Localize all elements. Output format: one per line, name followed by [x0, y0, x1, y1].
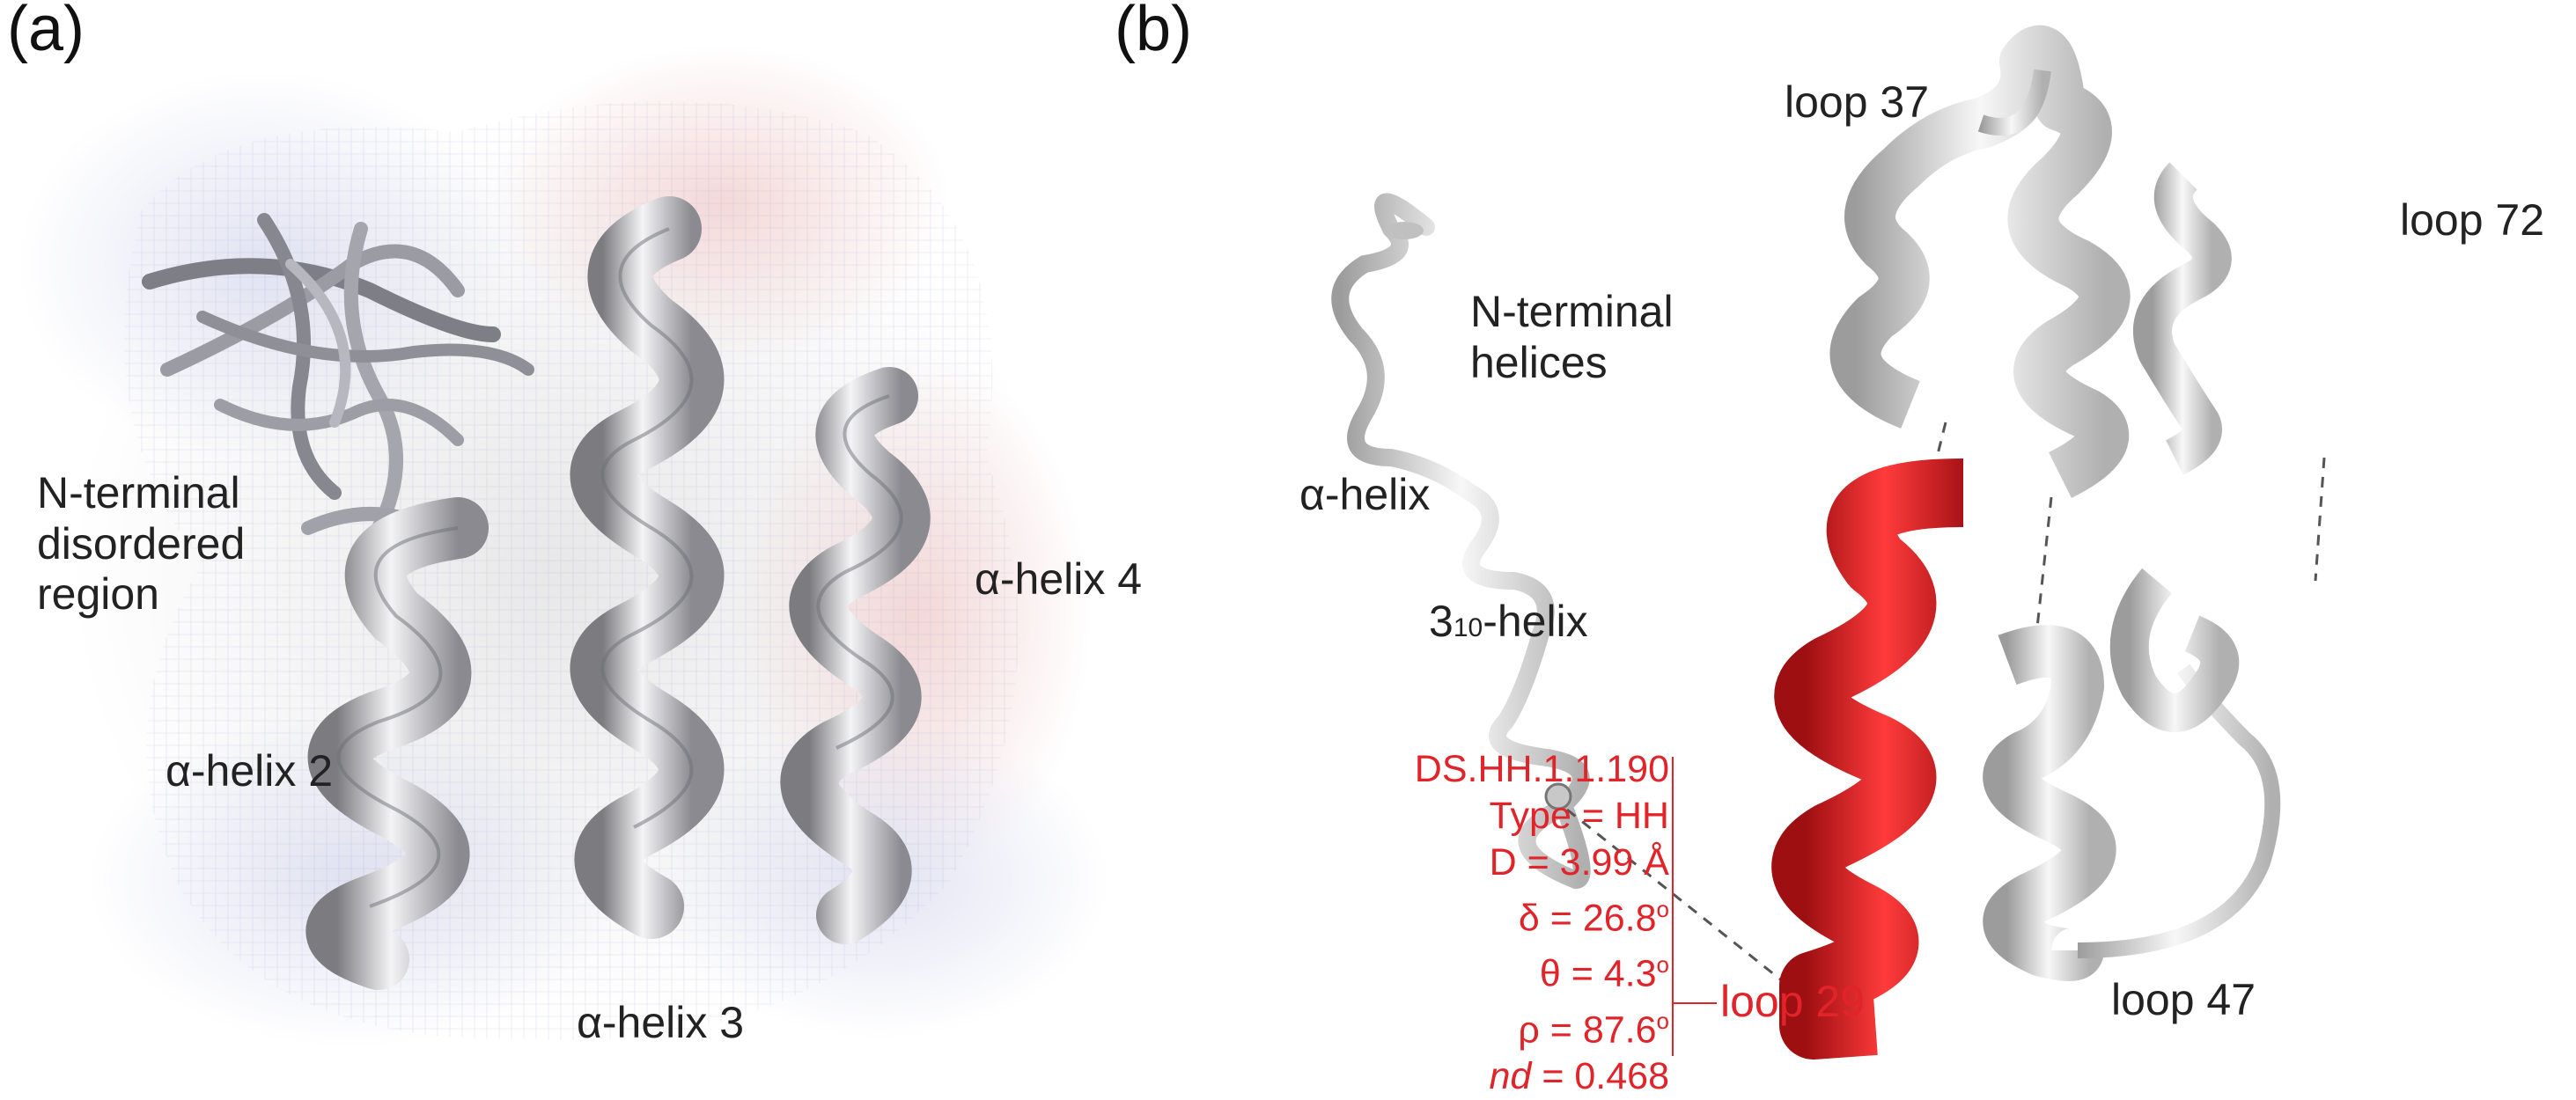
panel-a: (a) N-terminal disordered region α-helix… [0, 0, 1180, 1077]
n-terminal-helices-label: N-terminal helices [1470, 287, 1674, 388]
info-distance: D = 3.99 Å [1489, 841, 1669, 884]
delta-value: δ = 26.8 [1518, 897, 1657, 940]
coil-terminus [1544, 782, 1572, 810]
nd-value: = 0.468 [1531, 1054, 1669, 1097]
info-rho: ρ = 87.6o [1405, 998, 1669, 1053]
label-line-2: disordered [37, 518, 246, 568]
degree-mark: o [1656, 1007, 1669, 1034]
info-theta: θ = 4.3o [1405, 942, 1669, 997]
n-terminal-region-label: N-terminal disordered region [37, 468, 245, 620]
coil-end [1385, 222, 1424, 239]
theta-value: θ = 4.3 [1539, 952, 1657, 995]
helix-3-bundle [570, 196, 725, 939]
nd-symbol: nd [1489, 1054, 1532, 1097]
panel-b-letter: (b) [1115, 0, 1192, 64]
degree-mark: o [1656, 951, 1669, 979]
disordered-tangle [142, 213, 534, 553]
three10-subscript: 10 [1453, 613, 1483, 642]
helix-3-label: α-helix 3 [577, 998, 745, 1047]
loop-47-label: loop 47 [2111, 975, 2256, 1024]
panel-a-letter: (a) [7, 0, 85, 64]
loop-37-helices [1829, 25, 2131, 498]
label-line-2: helices [1470, 337, 1608, 387]
label-line-3: region [37, 569, 159, 619]
helix-4-bundle [780, 367, 931, 944]
label-line-1: N-terminal [1470, 287, 1674, 336]
panel-b: (b) N-terminal helices α-helix 310-helix… [1100, 0, 2576, 1097]
three10-rest: -helix [1483, 597, 1588, 646]
loop-72-helix [2133, 162, 2232, 475]
info-id: DS.HH.1.1.190 [1414, 748, 1669, 790]
info-nd: nd = 0.468 [1405, 1053, 1669, 1100]
info-delta: δ = 26.8o [1405, 886, 1669, 942]
protein-ensemble-image [18, 44, 1109, 1047]
helix-hairpin-diagram [1331, 25, 2326, 1060]
alpha-helix-label: α-helix [1299, 470, 1431, 519]
label-line-1: N-terminal [37, 468, 240, 517]
helix-2-bundle [305, 497, 489, 990]
loop-72-label: loop 72 [2400, 195, 2545, 245]
loop-72-lower-helix [2109, 568, 2240, 732]
loop-29-label: loop 29 [1720, 977, 1866, 1026]
helix-pair-info-box: DS.HH.1.1.190 Type = HH D = 3.99 Å δ = 2… [1405, 746, 1669, 1100]
loop-37-label: loop 37 [1785, 77, 1930, 127]
helix-2-label: α-helix 2 [166, 746, 334, 796]
degree-mark: o [1656, 896, 1669, 922]
info-type: Type = HH [1489, 795, 1669, 837]
three10-helix-label: 310-helix [1429, 597, 1588, 648]
three10-base: 3 [1429, 597, 1454, 646]
helix-4-label: α-helix 4 [975, 554, 1143, 604]
rho-value: ρ = 87.6 [1518, 1008, 1657, 1051]
loop-47-coil [2077, 664, 2281, 958]
loop-37-turn [1977, 69, 2051, 136]
loop-47-helix [1983, 625, 2116, 981]
highlighted-helix [1771, 458, 1964, 1060]
